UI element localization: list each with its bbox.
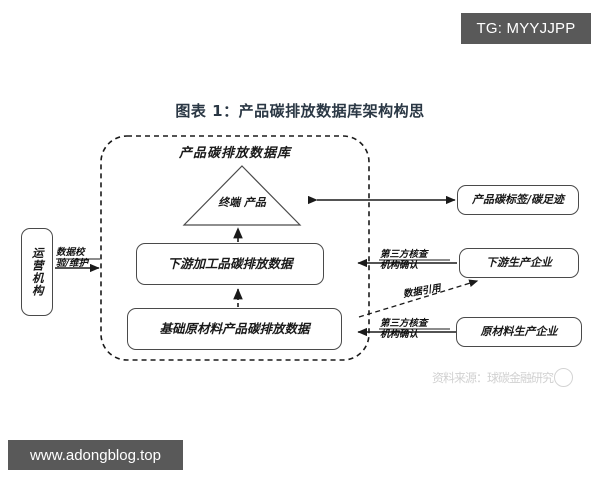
tg-tag-banner: TG: MYYJJPP: [461, 13, 591, 44]
arrow-data-citation: [358, 279, 479, 318]
site-url-banner: www.adongblog.top: [8, 440, 183, 470]
node-raw-material-manufacturer[interactable]: 原材料生产企业: [456, 317, 582, 347]
annotation-third-party-verification-bottom: 第三方核查 机构确认: [380, 318, 428, 341]
node-downstream-manufacturer[interactable]: 下游生产企业: [459, 248, 579, 278]
node-product-carbon-label[interactable]: 产品碳标签/碳足迹: [457, 185, 579, 215]
carbon-database-container: [100, 135, 370, 361]
source-watermark: 资料来源：球碳金融研究: [432, 363, 597, 391]
node-raw-material-data[interactable]: 基础原材料产品碳排放数据: [127, 308, 342, 350]
watermark-logo-icon: [554, 367, 574, 387]
terminal-product-pyramid: [182, 165, 302, 226]
terminal-product-label: 终端 产品: [218, 196, 266, 209]
carbon-database-label: 产品碳排放数据库: [178, 146, 291, 161]
node-operating-institution[interactable]: 运营机构: [21, 228, 53, 316]
annotation-data-maintenance: 数据校 验/维护: [56, 247, 88, 270]
annotation-third-party-verification-top: 第三方核查 机构确认: [380, 249, 428, 272]
tg-tag-label: TG: MYYJJPP: [476, 20, 576, 37]
watermark-text: 资料来源：球碳金融研究: [432, 370, 554, 385]
page-title: 图表 1：产品碳排放数据库架构构思: [175, 102, 425, 120]
node-downstream-processed-data[interactable]: 下游加工品碳排放数据: [136, 243, 324, 285]
site-url-label: www.adongblog.top: [30, 446, 161, 464]
